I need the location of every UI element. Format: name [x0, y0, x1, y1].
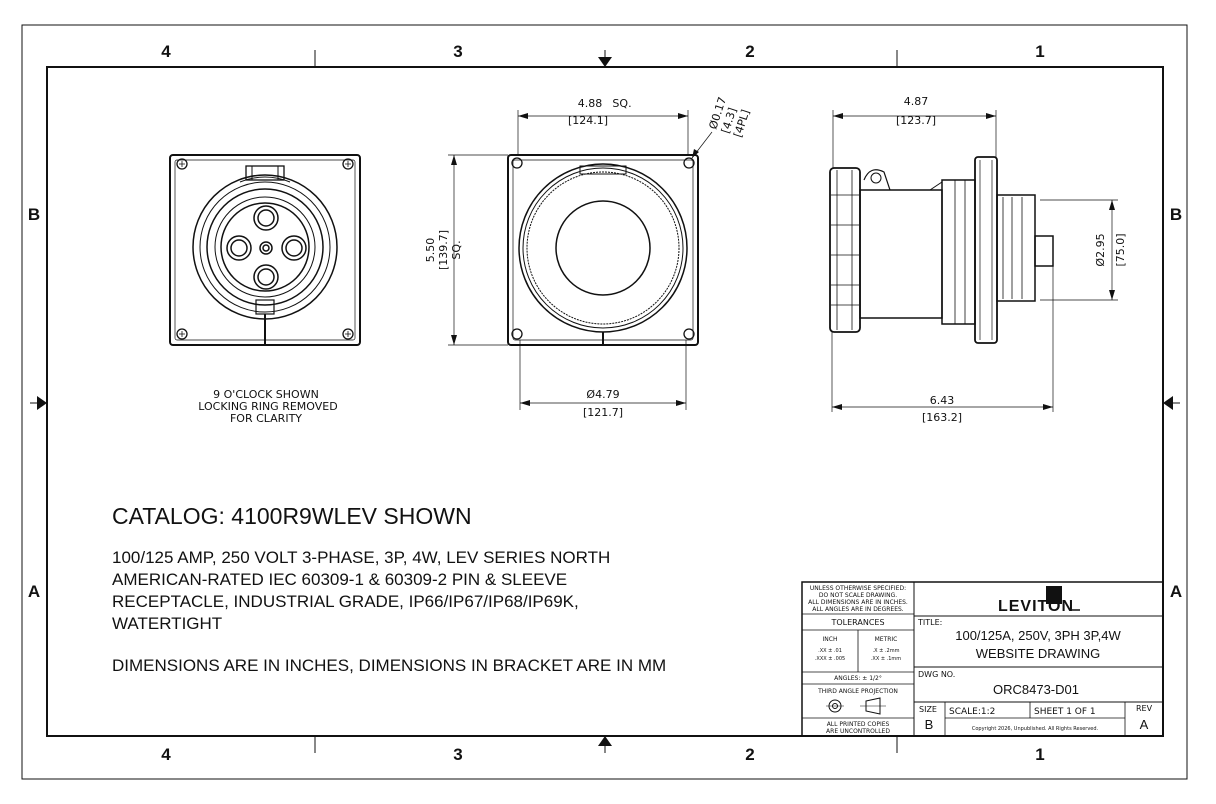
side-view — [829, 156, 1054, 344]
zone-right-a: A — [1170, 582, 1182, 601]
angles-label: ANGLES: ± 1/2° — [834, 675, 882, 682]
description-line-1: 100/125 AMP, 250 VOLT 3-PHASE, 3P, 4W, L… — [112, 548, 610, 567]
rear-view — [507, 154, 699, 346]
inch-label: INCH — [823, 636, 838, 643]
unless-line-2: DO NOT SCALE DRAWING. — [819, 592, 897, 599]
catalog-heading: CATALOG: 4100R9WLEV SHOWN — [112, 503, 472, 529]
dimensions-note: DIMENSIONS ARE IN INCHES, DIMENSIONS IN … — [112, 656, 666, 675]
center-mark-right — [1163, 396, 1173, 410]
unless-line-3: ALL DIMENSIONS ARE IN INCHES. — [808, 599, 908, 606]
metric-label: METRIC — [875, 636, 898, 643]
description-line-3: RECEPTACLE, INDUSTRIAL GRADE, IP66/IP67/… — [112, 592, 579, 611]
zone-bottom-1: 1 — [1035, 745, 1044, 764]
rear-width-mm: [124.1] — [568, 114, 608, 127]
rear-height-sq: SQ. — [450, 240, 463, 259]
drawing-title-line-1: 100/125A, 250V, 3PH 3P,4W — [955, 628, 1121, 643]
rear-bore-in: Ø4.79 — [586, 388, 619, 401]
inch-tol-1: .XX ± .01 — [818, 648, 842, 654]
leviton-logo: LEVITON — [998, 598, 1074, 615]
leviton-mark-icon — [1046, 586, 1062, 604]
uncontrolled-line-1: ALL PRINTED COPIES — [827, 721, 890, 728]
drawing-title-line-2: WEBSITE DRAWING — [976, 646, 1100, 661]
description-line-4: WATERTIGHT — [112, 614, 222, 633]
front-view — [169, 154, 361, 346]
zone-bottom-2: 2 — [745, 745, 754, 764]
front-note-line-2: LOCKING RING REMOVED — [198, 400, 337, 413]
dwg-no-value: ORC8473-D01 — [993, 682, 1079, 697]
side-length-in: 6.43 — [930, 394, 955, 407]
center-mark-left — [37, 396, 47, 410]
side-body-dia-in: Ø2.95 — [1094, 233, 1107, 266]
zone-left-a: A — [28, 582, 40, 601]
sheet-value: SHEET 1 OF 1 — [1034, 707, 1096, 717]
center-mark-bottom — [598, 736, 612, 746]
zone-top-2: 2 — [745, 42, 754, 61]
outer-frame — [21, 24, 1188, 780]
projection-label: THIRD ANGLE PROJECTION — [817, 688, 898, 695]
zone-top-3: 3 — [453, 42, 462, 61]
zone-top-4: 4 — [161, 42, 171, 61]
size-value: B — [925, 717, 934, 732]
copyright: Copyright 2026, Unpublished. All Rights … — [972, 726, 1099, 732]
rear-width-sq: SQ. — [612, 97, 631, 110]
metric-tol-1: .X ± .2mm — [873, 648, 900, 654]
rear-width-in: 4.88 — [578, 97, 603, 110]
size-label: SIZE — [919, 705, 937, 714]
rev-value: A — [1140, 717, 1149, 732]
inch-tol-2: .XXX ± .005 — [815, 656, 845, 662]
uncontrolled-line-2: ARE UNCONTROLLED — [826, 728, 890, 735]
zone-right-b: B — [1170, 205, 1182, 224]
side-length-mm: [163.2] — [922, 411, 962, 424]
side-flange-mm: [123.7] — [896, 114, 936, 127]
title-label: TITLE: — [917, 618, 942, 627]
title-block — [801, 581, 1164, 737]
rev-label: REV — [1136, 704, 1153, 713]
rear-height-mm: [139.7] — [437, 230, 450, 270]
unless-line-1: UNLESS OTHERWISE SPECIFIED: — [810, 585, 906, 592]
dwg-no-label: DWG NO. — [918, 670, 955, 679]
metric-tol-2: .XX ± .1mm — [871, 656, 901, 662]
zone-left-b: B — [28, 205, 40, 224]
side-body-dia-mm: [75.0] — [1114, 233, 1127, 266]
zone-bottom-3: 3 — [453, 745, 462, 764]
rear-height-in: 5.50 — [424, 238, 437, 263]
side-flange-in: 4.87 — [904, 95, 929, 108]
unless-line-4: ALL ANGLES ARE IN DEGREES. — [812, 606, 904, 613]
tolerances-label: TOLERANCES — [830, 618, 884, 627]
front-note-line-1: 9 O'CLOCK SHOWN — [213, 388, 319, 401]
zone-bottom-4: 4 — [161, 745, 171, 764]
rear-bore-mm: [121.7] — [583, 406, 623, 419]
description-line-2: AMERICAN-RATED IEC 60309-1 & 60309-2 PIN… — [112, 570, 567, 589]
zone-top-1: 1 — [1035, 42, 1044, 61]
center-mark-top — [598, 57, 612, 67]
scale-value: SCALE:1:2 — [949, 707, 995, 717]
front-note-line-3: FOR CLARITY — [230, 412, 302, 425]
